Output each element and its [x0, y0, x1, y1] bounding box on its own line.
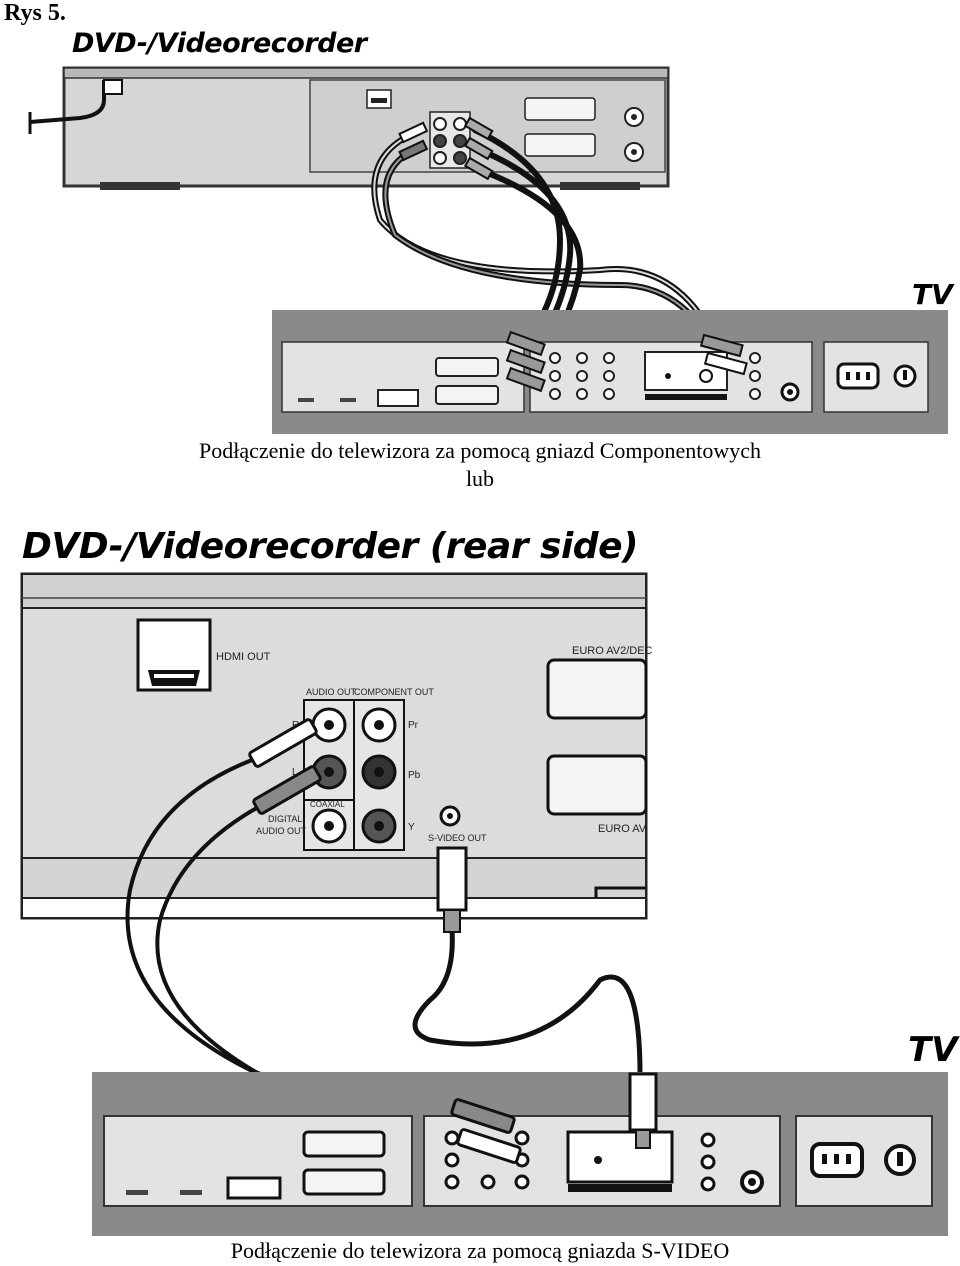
coaxial-label: COAXIAL [310, 800, 345, 809]
pb-label: Pb [408, 770, 421, 781]
digital-audio-out-label: AUDIO OUT [256, 826, 307, 836]
digital-label: DIGITAL [268, 814, 302, 824]
audio-out-label: AUDIO OUT [306, 687, 357, 697]
bottom-recorder: HDMI OUT AUDIO OUT COMPONENT OUT EURO AV… [22, 574, 653, 918]
top-caption-line1: Podłączenie do telewizora za pomocą gnia… [0, 438, 960, 464]
y-label: Y [408, 822, 415, 833]
hdmi-out-label: HDMI OUT [216, 651, 271, 663]
bottom-diagram: HDMI OUT AUDIO OUT COMPONENT OUT EURO AV… [0, 560, 960, 1240]
top-recorder [30, 68, 668, 190]
bottom-tv [92, 1072, 948, 1236]
component-out-label: COMPONENT OUT [354, 687, 434, 697]
svideo-out-label: S-VIDEO OUT [428, 833, 487, 843]
top-caption-line2: lub [0, 466, 960, 492]
bottom-tv-label: TV [908, 1030, 958, 1070]
bottom-caption: Podłączenie do telewizora za pomocą gnia… [0, 1238, 960, 1264]
top-tv-label: TV [912, 278, 953, 311]
euro-av2-label: EURO AV2/DEC [572, 645, 653, 657]
top-diagram [0, 0, 960, 440]
pr-label: Pr [408, 720, 419, 731]
top-tv [272, 310, 948, 434]
euro-av1-label: EURO AV [598, 823, 647, 835]
